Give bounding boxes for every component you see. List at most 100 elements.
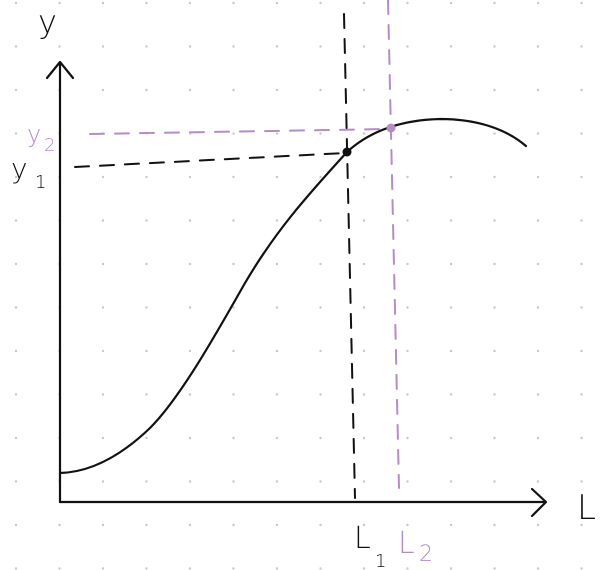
grid-dot bbox=[362, 262, 366, 266]
grid-dot bbox=[14, 393, 18, 396]
grid-dot bbox=[14, 175, 18, 179]
grid-dot bbox=[275, 88, 279, 92]
grid-dot bbox=[58, 523, 61, 527]
l2-subscript: 2 bbox=[419, 542, 433, 567]
grid-dot bbox=[580, 262, 583, 266]
grid-dot bbox=[101, 262, 105, 266]
grid-dot bbox=[232, 480, 235, 483]
grid-dot bbox=[145, 393, 148, 396]
grid-dot bbox=[319, 1, 322, 5]
grid-dot bbox=[406, 436, 409, 440]
grid-dot bbox=[580, 480, 583, 483]
grid-dot bbox=[580, 88, 583, 92]
grid-dot bbox=[580, 393, 583, 396]
grid-dot bbox=[275, 349, 279, 353]
grid-dot bbox=[101, 567, 105, 570]
y2-subscript: 2 bbox=[44, 135, 55, 156]
grid-dot bbox=[362, 175, 366, 179]
grid-dot bbox=[232, 132, 235, 135]
grid-dot bbox=[319, 262, 322, 266]
grid-dot bbox=[101, 480, 105, 483]
grid-dot bbox=[406, 523, 409, 527]
grid-dot bbox=[493, 567, 496, 570]
grid-dot bbox=[580, 523, 583, 527]
grid-dot bbox=[275, 436, 279, 440]
grid-dot bbox=[406, 480, 409, 483]
grid-dot bbox=[101, 436, 105, 440]
grid-dot bbox=[275, 567, 279, 570]
grid-dot bbox=[493, 393, 496, 396]
grid-dot bbox=[101, 1, 105, 5]
grid-dot bbox=[493, 349, 496, 353]
grid-dot bbox=[145, 175, 148, 179]
grid-dot bbox=[406, 219, 409, 222]
grid-dot bbox=[536, 567, 540, 570]
y2-label: y bbox=[27, 120, 41, 148]
grid-dot bbox=[449, 1, 453, 5]
grid-dot bbox=[101, 349, 105, 353]
grid-dot bbox=[406, 262, 409, 266]
grid-dot bbox=[406, 88, 409, 92]
grid-dot bbox=[536, 523, 540, 527]
y1-horizontal-guide bbox=[74, 152, 346, 168]
grid-dot bbox=[275, 219, 279, 222]
l1-subscript: 1 bbox=[375, 551, 386, 570]
grid-dot bbox=[449, 132, 453, 135]
grid-dot bbox=[493, 262, 496, 266]
grid-dot bbox=[449, 88, 453, 92]
grid-dot bbox=[188, 219, 192, 222]
grid-dot bbox=[406, 306, 409, 309]
y1-label: y bbox=[11, 152, 28, 185]
y2-horizontal-guide bbox=[89, 128, 391, 135]
grid-dot bbox=[14, 480, 18, 483]
grid-dot bbox=[14, 436, 18, 440]
grid-dot bbox=[101, 219, 105, 222]
grid-dot bbox=[145, 349, 148, 353]
grid-dot bbox=[188, 306, 192, 309]
grid-dot bbox=[406, 393, 409, 396]
grid-dot bbox=[232, 262, 235, 266]
grid-dot bbox=[449, 480, 453, 483]
grid-dot bbox=[232, 45, 235, 48]
grid-dot bbox=[232, 393, 235, 396]
grid-dot bbox=[188, 262, 192, 266]
grid-dot bbox=[275, 523, 279, 527]
grid-dot bbox=[493, 219, 496, 222]
grid-dot bbox=[493, 1, 496, 5]
grid-dot bbox=[449, 567, 453, 570]
grid-dot bbox=[188, 436, 192, 440]
grid-dot bbox=[362, 219, 366, 222]
grid-dot bbox=[536, 306, 540, 309]
y-axis-arrowhead bbox=[45, 60, 75, 80]
grid-dot bbox=[536, 219, 540, 222]
grid-dot bbox=[232, 175, 235, 179]
grid-dot bbox=[406, 1, 409, 5]
grid-dot bbox=[493, 132, 496, 135]
grid-dot bbox=[449, 262, 453, 266]
grid-dot bbox=[493, 88, 496, 92]
grid-dot bbox=[58, 567, 61, 570]
grid-dot bbox=[406, 175, 409, 179]
l1-guides bbox=[74, 13, 356, 499]
grid-dot bbox=[449, 175, 453, 179]
grid-dot bbox=[319, 132, 322, 135]
grid-dot bbox=[406, 132, 409, 135]
grid-dot bbox=[449, 219, 453, 222]
grid-dot bbox=[449, 45, 453, 48]
grid-dot bbox=[493, 45, 496, 48]
grid-dot bbox=[536, 349, 540, 353]
grid-dot bbox=[362, 88, 366, 92]
grid-dot bbox=[275, 45, 279, 48]
grid-dot bbox=[145, 88, 148, 92]
grid-dot bbox=[58, 45, 61, 48]
grid-dot bbox=[145, 480, 148, 483]
grid-dot bbox=[580, 175, 583, 179]
grid-dot bbox=[188, 567, 192, 570]
grid-dot bbox=[145, 45, 148, 48]
grid-dot bbox=[536, 393, 540, 396]
l1-vertical-guide bbox=[343, 13, 356, 499]
grid-dot bbox=[493, 436, 496, 440]
grid-dot bbox=[536, 88, 540, 92]
grid-dot bbox=[188, 88, 192, 92]
grid-dot bbox=[188, 393, 192, 396]
